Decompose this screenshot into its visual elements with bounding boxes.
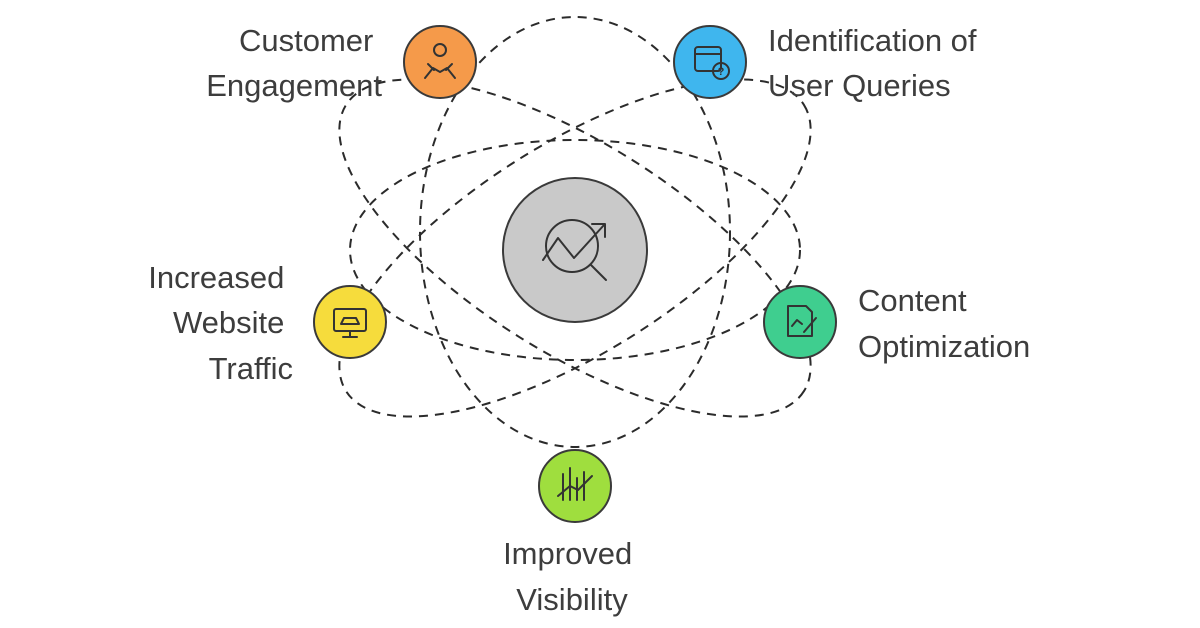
document-edit-icon (787, 305, 817, 337)
label-increased-website-traffic: Increased Website Traffic (148, 260, 293, 386)
orbit-horizontal (349, 139, 801, 361)
orbits (338, 16, 812, 448)
label-content-optimization: Content Optimization (858, 283, 1030, 364)
label-identification-of-user-queries: Identification of User Queries (768, 23, 985, 103)
node-increased-website-traffic: Increased Website Traffic (148, 260, 387, 386)
browser-question-icon: ? (694, 46, 730, 80)
center-hub (502, 177, 648, 323)
label-improved-visibility: Improved Visibility (503, 536, 641, 617)
svg-text:?: ? (718, 66, 725, 78)
orbit-diagonal-b (338, 78, 812, 418)
orbit-vertical (419, 16, 731, 448)
node-identification-of-user-queries: ? Identification of User Queries (673, 23, 985, 103)
node-content-optimization: Content Optimization (763, 283, 1030, 364)
handshake-icon (424, 43, 456, 79)
orbit-diagonal-a (338, 78, 812, 418)
monitor-car-icon (333, 308, 367, 338)
node-improved-visibility: Improved Visibility (503, 449, 641, 617)
growth-bars-icon (557, 467, 593, 501)
node-customer-engagement: Customer Engagement (206, 23, 477, 103)
search-trend-icon (542, 219, 607, 281)
label-customer-engagement: Customer Engagement (206, 23, 382, 103)
